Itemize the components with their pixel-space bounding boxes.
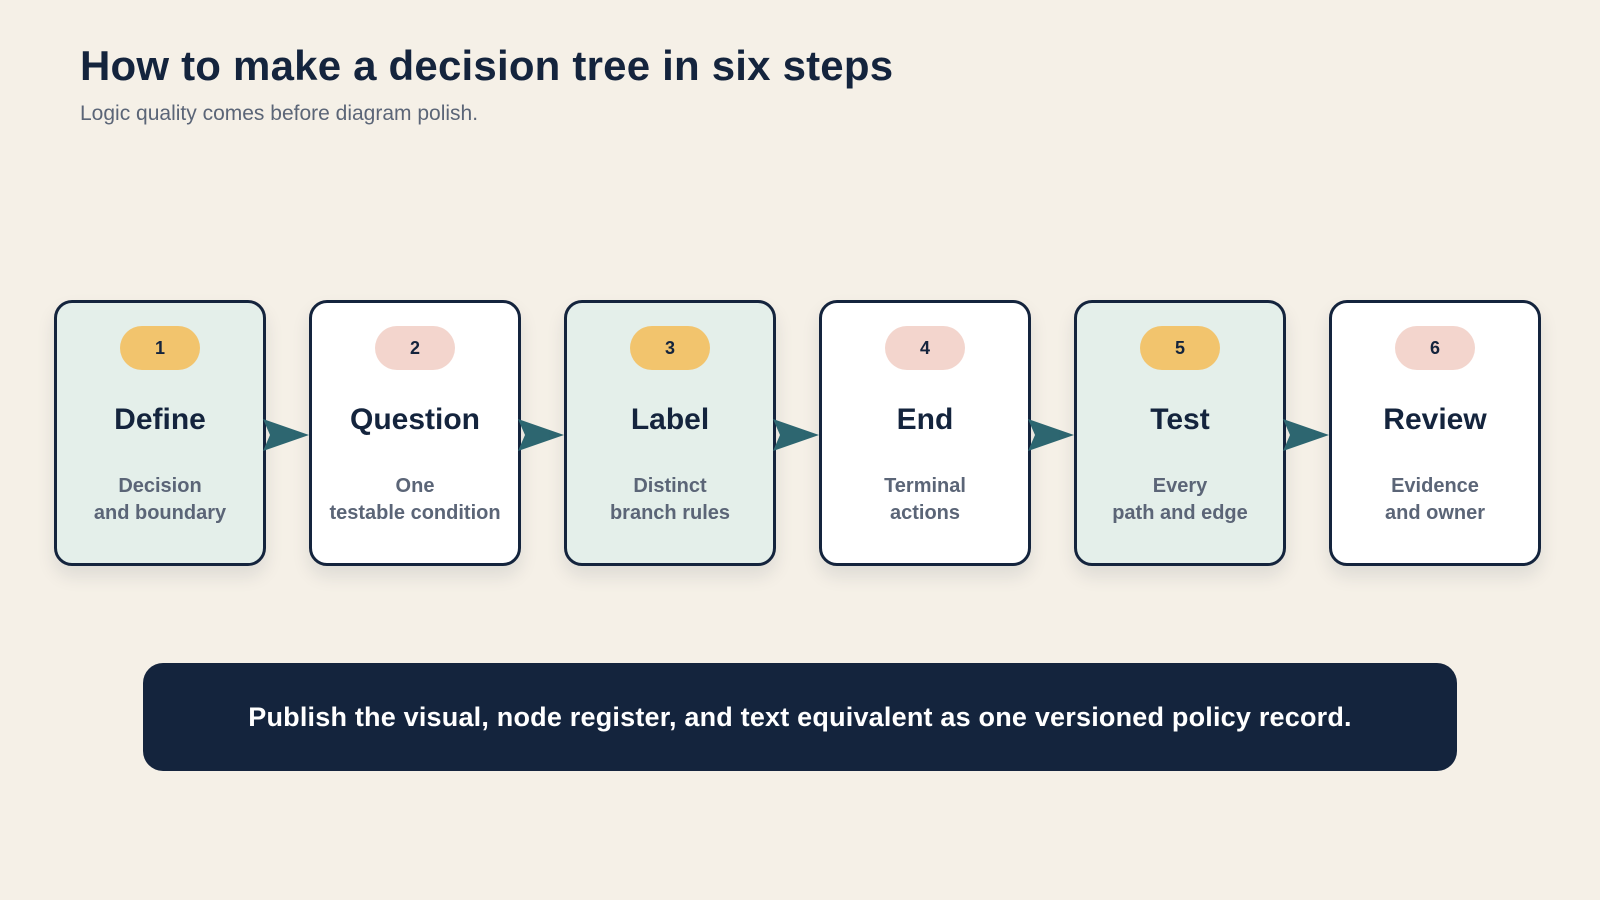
step-description-line: Every	[1152, 475, 1208, 497]
arrow-right-icon	[518, 419, 564, 451]
step-description: Distinct branch rules	[575, 473, 765, 527]
step-number-badge: 5	[1140, 326, 1220, 370]
step-description-line: Evidence	[1391, 475, 1479, 497]
page-title: How to make a decision tree in six steps	[80, 42, 894, 89]
step-description-line: and owner	[1384, 502, 1485, 524]
step-description-line: actions	[889, 502, 961, 524]
step-number-badge: 4	[885, 326, 965, 370]
step-description-line: Decision	[118, 475, 202, 497]
step-description: Every path and edge	[1085, 473, 1275, 527]
arrow-right-icon	[773, 419, 819, 451]
step-title: Review	[1383, 403, 1487, 436]
arrow-right-icon	[263, 419, 309, 451]
step-card-test: 5 Test Every path and edge	[1074, 300, 1286, 566]
page-subtitle: Logic quality comes before diagram polis…	[80, 102, 479, 125]
step-description: One testable condition	[320, 473, 510, 527]
step-title: Label	[630, 403, 710, 436]
arrow-right-icon	[1028, 419, 1074, 451]
step-description-line: Distinct	[633, 475, 707, 497]
step-number-badge: 1	[120, 326, 200, 370]
step-card-define: 1 Define Decision and boundary	[54, 300, 266, 566]
step-title: Test	[1150, 403, 1210, 436]
step-title: Question	[349, 403, 480, 436]
step-title: End	[896, 403, 954, 436]
summary-banner: Publish the visual, node register, and t…	[143, 663, 1457, 771]
step-number-badge: 2	[375, 326, 455, 370]
step-description: Terminal actions	[830, 473, 1020, 527]
step-card-label: 3 Label Distinct branch rules	[564, 300, 776, 566]
step-description-line: testable condition	[329, 502, 501, 524]
banner-text: Publish the visual, node register, and t…	[248, 701, 1352, 732]
step-card-question: 2 Question One testable condition	[309, 300, 521, 566]
step-card-review: 6 Review Evidence and owner	[1329, 300, 1541, 566]
step-number-badge: 3	[630, 326, 710, 370]
arrow-right-icon	[1283, 419, 1329, 451]
step-description-line: branch rules	[609, 502, 731, 524]
step-description-line: and boundary	[93, 502, 227, 524]
step-title: Define	[114, 403, 206, 436]
step-description: Decision and boundary	[65, 473, 255, 527]
step-description-line: Terminal	[884, 475, 966, 497]
step-card-end: 4 End Terminal actions	[819, 300, 1031, 566]
step-description: Evidence and owner	[1340, 473, 1530, 527]
step-description-line: One	[395, 475, 435, 497]
step-description-line: path and edge	[1112, 502, 1248, 524]
step-number-badge: 6	[1395, 326, 1475, 370]
